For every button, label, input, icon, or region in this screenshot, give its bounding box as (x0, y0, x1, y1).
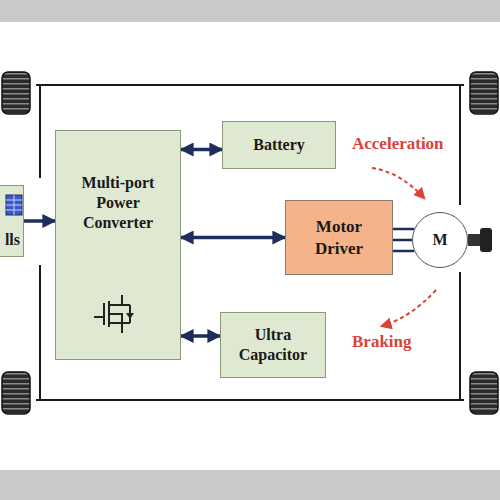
node-text: Multi-port Power Converter (62, 173, 174, 233)
node-text: lls (5, 230, 20, 250)
node-text: Battery (253, 135, 305, 155)
wheels (2, 72, 498, 414)
mosfet-symbol (92, 291, 142, 337)
ultra-capacitor-box: Ultra Capacitor (220, 312, 326, 378)
motion-label: Braking (352, 332, 412, 352)
node-text: Ultra Capacitor (229, 325, 317, 365)
node-text: Motor Driver (296, 216, 382, 259)
power-arrow (181, 236, 285, 240)
car-body (36, 85, 464, 400)
converter-box: Multi-port Power Converter (55, 130, 181, 360)
power-arrow (181, 334, 220, 338)
node-text: M (432, 230, 447, 250)
battery-box: Battery (222, 121, 336, 169)
motor-shaft (468, 228, 492, 252)
motor-driver-box: Motor Driver (285, 200, 393, 275)
fuel-cell-icon (5, 194, 23, 216)
power-arrow (24, 219, 55, 223)
motor-circle: M (412, 212, 468, 268)
fuel-cell-box: lls (0, 185, 24, 257)
power-arrow (181, 148, 222, 152)
bottom-band (0, 470, 500, 500)
top-band (0, 0, 500, 22)
braking-arrow (382, 290, 436, 326)
motion-label: Acceleration (352, 134, 444, 154)
acceleration-arrow (372, 168, 424, 198)
